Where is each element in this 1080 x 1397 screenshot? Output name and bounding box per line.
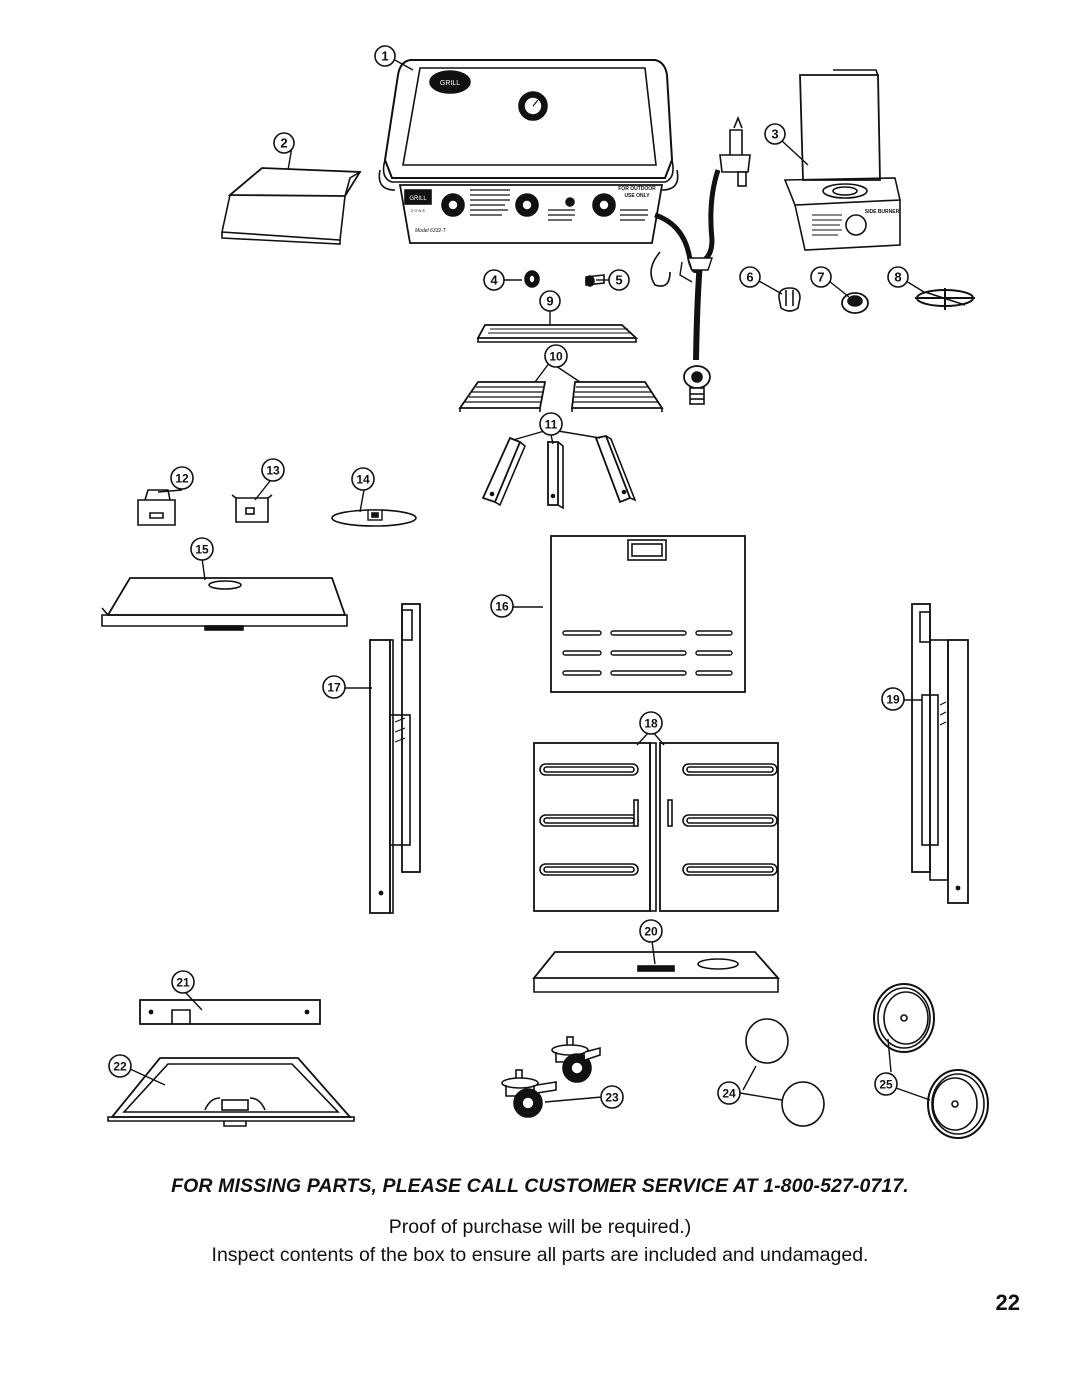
part-grease-cup-bracket (231, 494, 273, 523)
svg-text:17: 17 (327, 681, 341, 695)
lid-logo: GRILL (440, 80, 460, 87)
svg-text:1: 1 (381, 49, 388, 64)
svg-text:11: 11 (545, 418, 558, 432)
page-number: 22 (995, 1290, 1020, 1315)
panel-for-outdoor: FOR OUTDOOR (618, 186, 656, 192)
panel-logo-sub: Z O N E (411, 208, 426, 213)
svg-text:8: 8 (894, 270, 901, 285)
svg-text:13: 13 (266, 464, 280, 478)
missing-parts-notice: FOR MISSING PARTS, PLEASE CALL CUSTOMER … (171, 1175, 909, 1197)
svg-text:23: 23 (605, 1091, 619, 1105)
svg-text:12: 12 (175, 472, 189, 486)
part-heat-tents (481, 434, 637, 510)
part-doors (533, 742, 779, 912)
part-grease-cup (137, 489, 176, 526)
callout-13: 13 (261, 458, 285, 482)
svg-text:9: 9 (546, 294, 553, 309)
svg-text:20: 20 (644, 925, 658, 939)
part-burner-knob (778, 287, 801, 312)
callout-8: 8 (887, 266, 909, 288)
part-grill-head: GRILL GRILL Z O N E Model 6332-T FOR OUT… (378, 59, 679, 244)
callout-20: 20 (639, 919, 663, 943)
callout-21: 21 (171, 970, 195, 994)
callout-23: 23 (600, 1085, 624, 1109)
svg-text:2: 2 (280, 136, 287, 151)
callout-15: 15 (190, 537, 214, 561)
part-cooking-grates (458, 381, 664, 412)
callout-4: 4 (483, 269, 505, 291)
svg-text:19: 19 (886, 693, 900, 707)
svg-text:10: 10 (549, 350, 563, 364)
part-right-side-panel (911, 603, 969, 904)
part-grease-tray (107, 1057, 355, 1127)
callout-19: 19 (881, 687, 905, 711)
callout-6: 6 (739, 266, 761, 288)
proof-of-purchase-note: Proof of purchase will be required.) (388, 1216, 692, 1238)
part-grease-tray-plate (331, 509, 417, 527)
callout-12: 12 (170, 466, 194, 490)
svg-text:24: 24 (722, 1087, 736, 1101)
panel-logo: GRILL (409, 196, 427, 202)
part-burner-cap (841, 292, 869, 314)
callout-11: 11 (539, 412, 563, 436)
part-warming-rack (476, 324, 639, 343)
callout-18: 18 (639, 711, 663, 735)
panel-model: Model 6332-T (415, 228, 447, 234)
svg-text:21: 21 (176, 976, 190, 990)
part-igniter-button (585, 274, 605, 287)
callout-17: 17 (322, 675, 346, 699)
svg-text:3: 3 (771, 127, 778, 142)
callout-circles: 1 2 3 4 5 6 7 8 9 10 11 12 13 14 15 16 1… (108, 45, 909, 1109)
part-wheels (873, 983, 989, 1139)
callout-10: 10 (544, 344, 568, 368)
part-hose-regulator (650, 115, 751, 405)
svg-text:18: 18 (644, 717, 658, 731)
part-burner-grate (915, 288, 975, 310)
part-left-side-panel (369, 603, 421, 914)
part-cross-brace (139, 999, 321, 1025)
callout-7: 7 (810, 266, 832, 288)
svg-text:4: 4 (490, 273, 498, 288)
callout-2: 2 (273, 132, 295, 154)
callout-9: 9 (539, 290, 561, 312)
part-side-burner: SIDE BURNER (783, 69, 901, 251)
callout-1: 1 (374, 45, 396, 67)
svg-text:15: 15 (195, 543, 209, 557)
part-casters (501, 1036, 601, 1118)
parts-diagram: GRILL GRILL Z O N E Model 6332-T FOR OUT… (101, 45, 989, 1139)
callout-14: 14 (351, 467, 375, 491)
part-bottom-panel (101, 577, 348, 631)
part-back-panel (550, 535, 746, 693)
side-burner-label: SIDE BURNER (865, 209, 900, 215)
callout-25: 25 (874, 1072, 898, 1096)
part-base-shelf (532, 951, 780, 993)
part-hubcaps (745, 1018, 825, 1127)
inspect-contents-note: Inspect contents of the box to ensure al… (211, 1244, 869, 1266)
callout-3: 3 (764, 123, 786, 145)
panel-use-only: USE ONLY (624, 193, 650, 199)
callout-5: 5 (608, 269, 630, 291)
svg-text:7: 7 (817, 270, 824, 285)
svg-text:25: 25 (879, 1078, 893, 1092)
svg-text:6: 6 (746, 270, 753, 285)
svg-text:16: 16 (495, 600, 509, 614)
callout-22: 22 (108, 1054, 132, 1078)
part-side-shelf (221, 167, 362, 245)
svg-text:22: 22 (113, 1060, 127, 1074)
svg-text:14: 14 (356, 473, 370, 487)
callout-24: 24 (717, 1081, 741, 1105)
callout-16: 16 (490, 594, 514, 618)
part-knob (524, 270, 540, 288)
svg-text:5: 5 (615, 273, 622, 288)
